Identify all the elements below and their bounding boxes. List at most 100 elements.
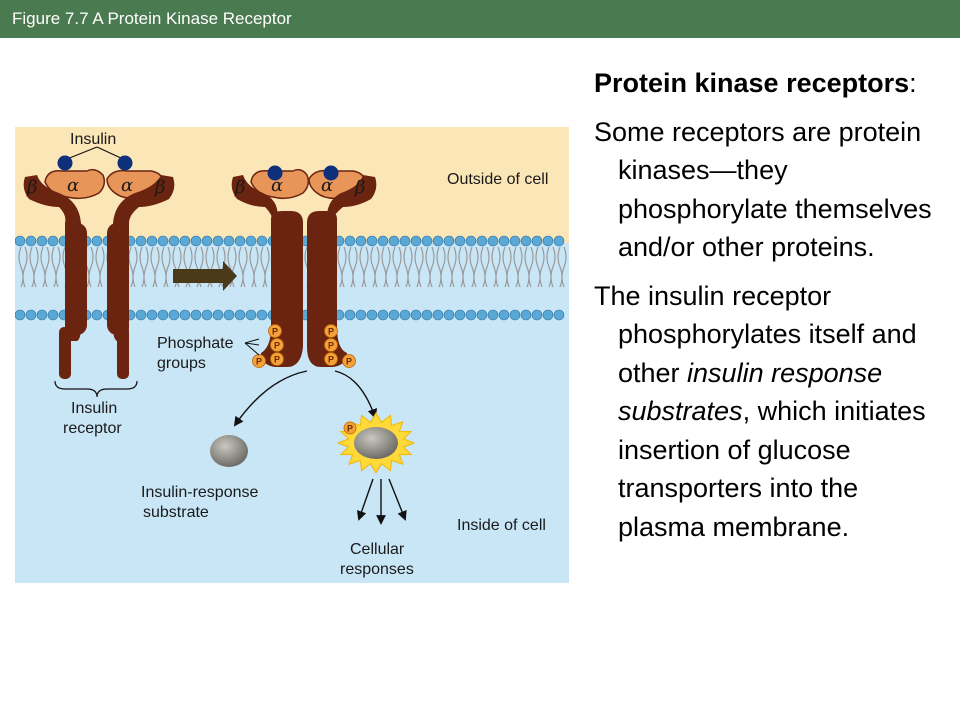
lipid-tail [557, 246, 567, 288]
lipid-head [15, 309, 26, 321]
lipid-tail [40, 246, 50, 288]
lipid-tail [491, 246, 501, 288]
phosphate-symbol: P [346, 357, 352, 367]
paragraph-heading: Protein kinase receptors: [594, 64, 944, 103]
inactive-receptor: β α α β [23, 168, 175, 379]
lipid-head [520, 309, 532, 321]
inside-cell-label: Inside of cell [457, 517, 546, 534]
lipid-tail [535, 246, 545, 288]
lipid-head [168, 309, 180, 321]
activated-substrate [354, 427, 398, 459]
lipid-tail [29, 246, 39, 288]
lipid-head [388, 309, 400, 321]
lipid-head [212, 309, 224, 321]
phosphorylated-substrate: P [336, 412, 416, 474]
lipid-tail [161, 246, 171, 288]
lipid-tail [51, 246, 61, 288]
phosphate-icon [343, 421, 357, 435]
phosphate-symbol: P [274, 355, 280, 365]
lipid-head [256, 235, 268, 247]
lipid-head [245, 235, 257, 247]
phosphate-group: P [252, 354, 266, 368]
lipid-tail [381, 246, 391, 288]
substrate-arrow [233, 370, 308, 427]
phosphate-group: P [268, 324, 282, 338]
lipid-head [388, 235, 400, 247]
phosphate-icon [270, 352, 284, 366]
lipid-tail [128, 246, 138, 288]
phosphate-icon [324, 352, 338, 366]
lipid-head [432, 235, 444, 247]
phosphate-group: P [324, 338, 338, 352]
lipid-tail [18, 246, 28, 288]
substrate-label-line2: substrate [143, 504, 209, 521]
lipid-head [553, 309, 565, 321]
p3-italic: insulin response substrates [618, 357, 883, 427]
lipid-head [465, 309, 477, 321]
lipid-head [498, 309, 510, 321]
lipid-head [234, 309, 246, 321]
lipid-head [201, 235, 213, 247]
beta-label: β [354, 177, 365, 198]
alpha-subunit-left [250, 168, 310, 200]
text-panel: Protein kinase receptors: Some receptors… [594, 64, 944, 556]
phosphate-icon [342, 354, 356, 368]
phosphate-icon [324, 338, 338, 352]
alpha-label: α [121, 175, 133, 196]
phosphorylation-arrow [334, 370, 378, 419]
lipid-head [234, 235, 246, 247]
lipid-head [421, 235, 433, 247]
lipid-head [531, 309, 543, 321]
lipid-head [355, 309, 367, 321]
insulin-label: Insulin [70, 131, 116, 148]
lipid-head [355, 235, 367, 247]
lipid-head [25, 309, 37, 321]
lipid-head [509, 235, 521, 247]
lipid-head [36, 309, 48, 321]
p3-text-a: The insulin receptor phosphorylates itse… [594, 280, 917, 388]
insulin-molecule [117, 155, 133, 171]
response-arrow [388, 478, 407, 521]
phosphate-group: P [270, 352, 284, 366]
lipid-tail [249, 246, 259, 288]
lipid-head [146, 309, 158, 321]
lipid-head [487, 309, 499, 321]
lipid-head [377, 235, 389, 247]
lipid-tail [502, 246, 512, 288]
lipid-head [344, 235, 356, 247]
lipid-head [157, 309, 169, 321]
responses-label-line2: responses [340, 561, 414, 578]
phosphate-label-line1: Phosphate [157, 335, 234, 352]
heading-colon: : [909, 68, 917, 98]
lipid-head [344, 309, 356, 321]
lipid-head [135, 309, 147, 321]
lipid-head [256, 309, 268, 321]
phosphate-group: P [324, 324, 338, 338]
lipid-head [377, 309, 389, 321]
lipid-tail [392, 246, 402, 288]
lipid-head [542, 235, 554, 247]
lipid-head [190, 309, 202, 321]
phosphate-symbol: P [328, 341, 334, 351]
lipid-head [509, 309, 521, 321]
lipid-head [498, 235, 510, 247]
lipid-head [157, 235, 169, 247]
lipid-head [179, 309, 191, 321]
lipid-head [146, 235, 158, 247]
receptor-brace [54, 380, 138, 398]
phosphate-symbol: P [328, 355, 334, 365]
lipid-tail [150, 246, 160, 288]
lipid-head [399, 235, 411, 247]
insulin-molecule [57, 155, 73, 171]
lipid-head [410, 235, 422, 247]
lipid-head [366, 235, 378, 247]
lipid-tail [447, 246, 457, 288]
lipid-tail [524, 246, 534, 288]
phosphate-symbol: P [272, 327, 278, 337]
phosphate-icon [324, 324, 338, 338]
free-insulin: Insulin [57, 131, 133, 171]
phosphate-symbol: P [347, 424, 353, 434]
lipid-tail [95, 246, 105, 288]
